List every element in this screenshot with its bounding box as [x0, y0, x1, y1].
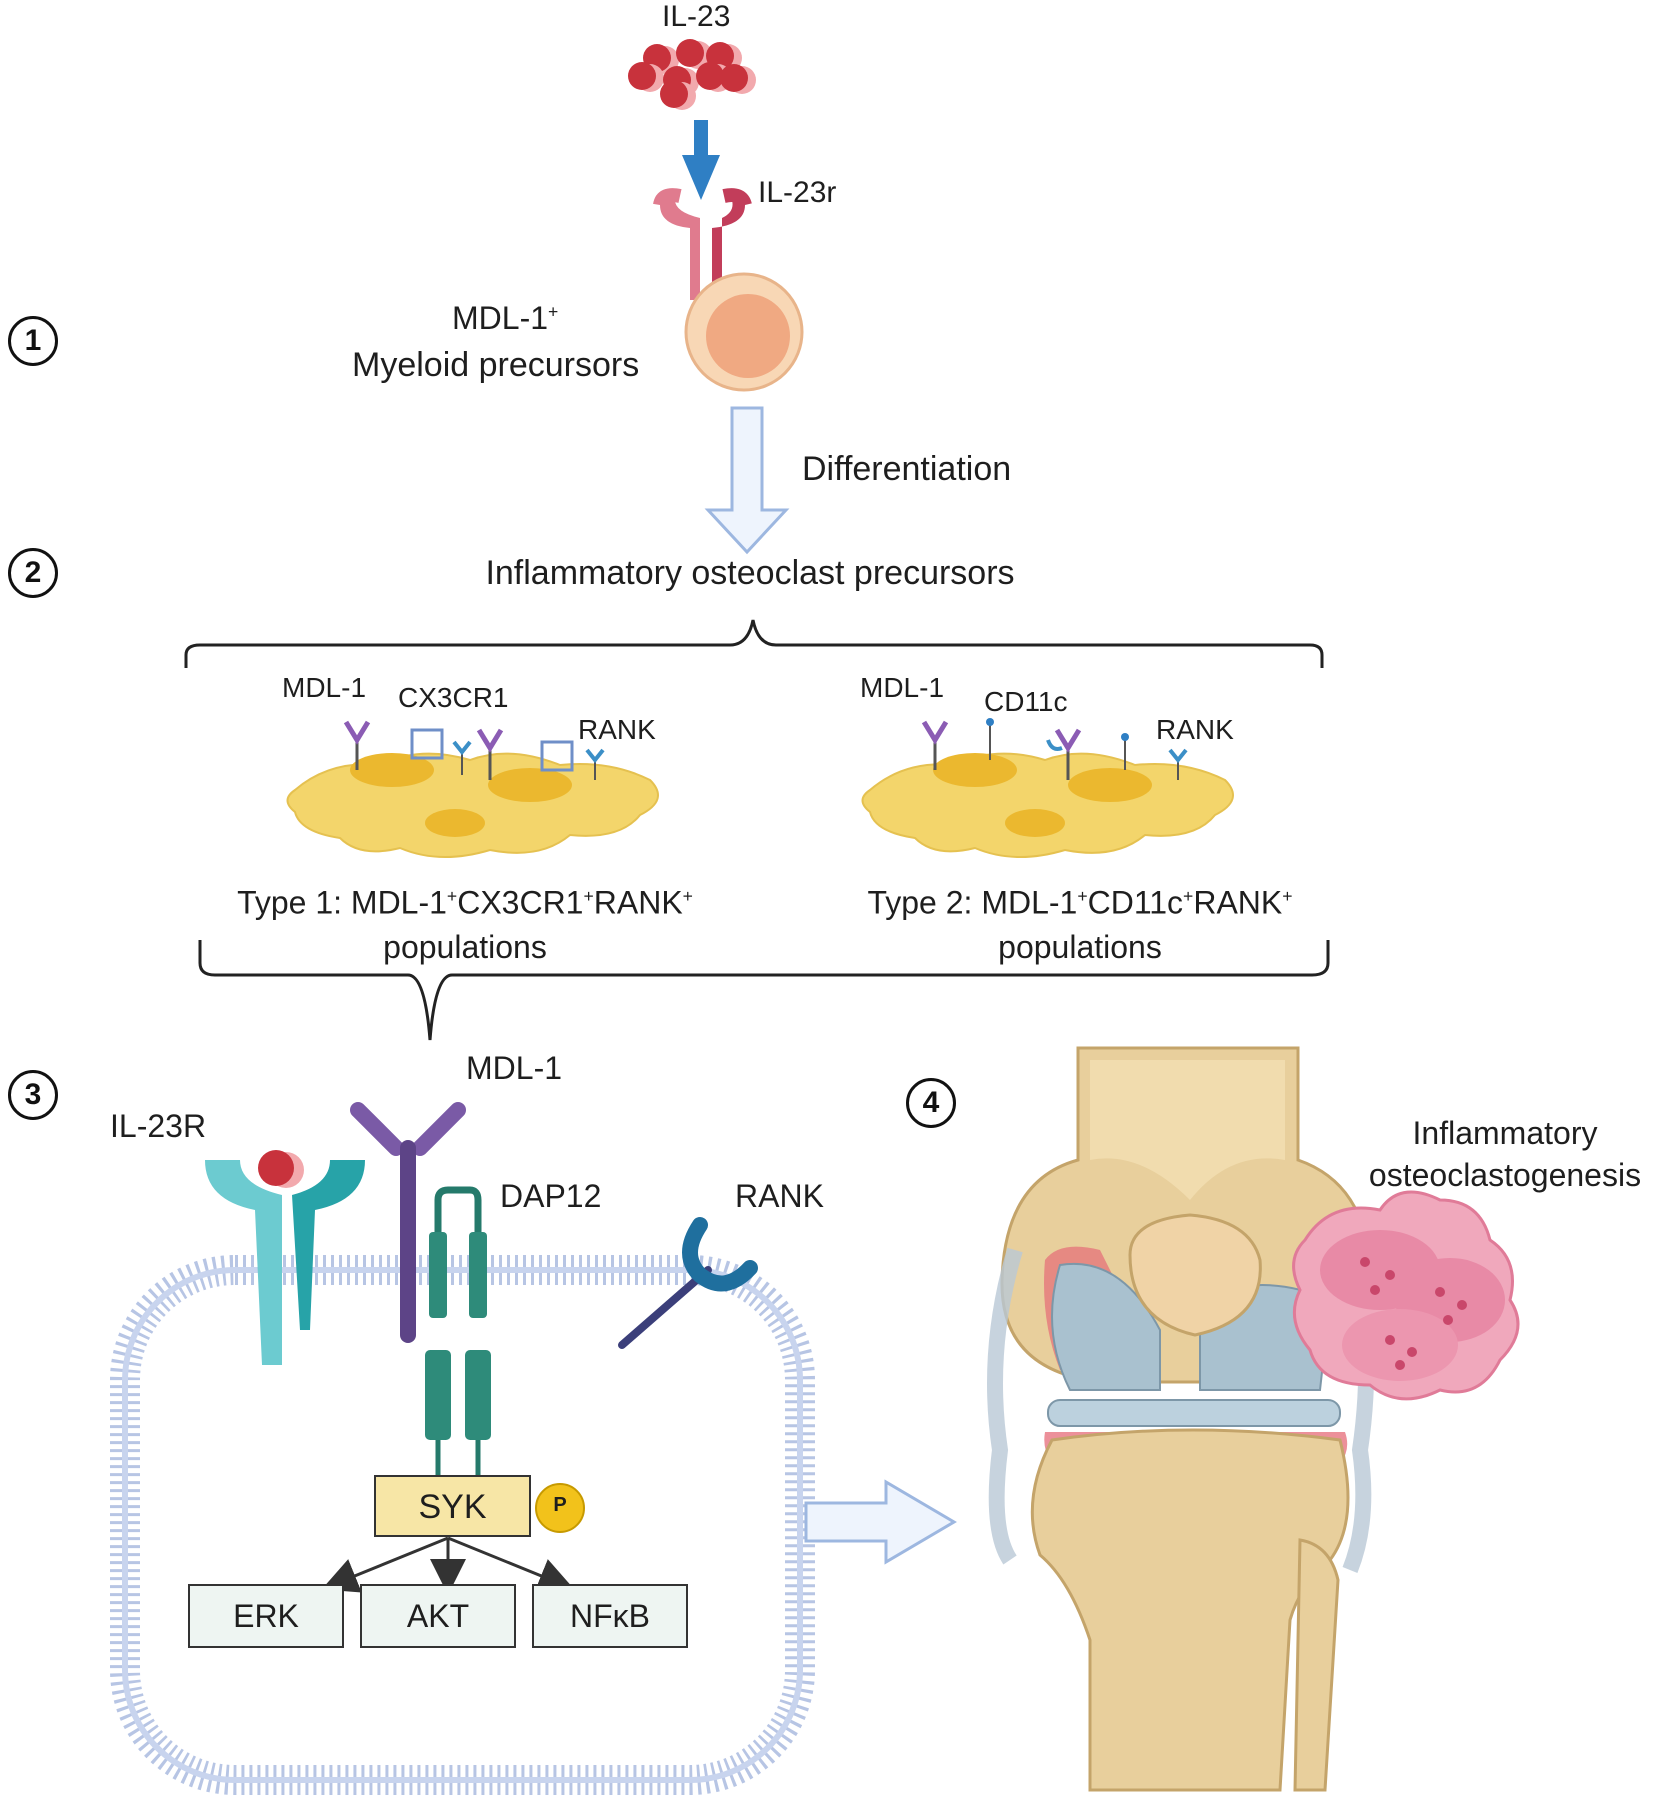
differentiation-arrow [704, 406, 790, 555]
type2-rank-label: RANK [1156, 714, 1234, 745]
phospho-marker [535, 1483, 585, 1533]
il23r-membrane-receptor [205, 1150, 365, 1365]
step-4-marker: 4 [906, 1078, 956, 1128]
phospho-label: P [553, 1494, 567, 1516]
myeloid-precursor-cell [684, 272, 804, 392]
top-brace [184, 619, 1324, 668]
il23r-label: IL-23R [110, 1108, 207, 1144]
type2-caption: Type 2: MDL-1+CD11c+RANK+ populations [867, 884, 1293, 965]
bottom-brace [198, 940, 1330, 1041]
type1-precursor-cells [286, 720, 659, 858]
myeloid-precursors-label: Myeloid precursors [352, 346, 640, 384]
inflammatory-precursors-label: Inflammatory osteoclast precursors [485, 554, 1015, 592]
type2-cd11c-label: CD11c [984, 686, 1068, 717]
il23r-receptor [653, 188, 752, 300]
type1-mdl1-label: MDL-1 [282, 672, 367, 703]
type2-mdl1-label: MDL-1 [860, 672, 945, 703]
differentiation-label: Differentiation [802, 450, 1012, 488]
progression-arrow [804, 1479, 957, 1565]
arrow-to-nfkb [447, 1536, 575, 1593]
akt-box: AKT [360, 1584, 516, 1648]
knee-joint [987, 1046, 1375, 1792]
dap12-adaptor [425, 1186, 491, 1476]
il23r-top-label: IL-23r [758, 176, 837, 209]
dap12-label: DAP12 [500, 1178, 602, 1214]
syk-box [374, 1475, 531, 1537]
step-1-marker: 1 [8, 316, 58, 366]
mdl1-plus-label: MDL-1+ [452, 300, 559, 336]
step-3-marker: 3 [8, 1070, 58, 1120]
rank-receptor [618, 1217, 758, 1349]
il23-cytokine-cluster [628, 39, 756, 110]
type1-caption: Type 1: MDL-1+CX3CR1+RANK+ populations [237, 884, 693, 965]
rank-label: RANK [735, 1178, 824, 1214]
binding-arrow [682, 120, 720, 200]
nfkb-box: NFκB [532, 1584, 688, 1648]
type1-rank-label: RANK [578, 714, 656, 745]
syk-label: SYK [418, 1488, 487, 1526]
osteoclast-cluster [1292, 1190, 1520, 1401]
type1-cx3cr1-label: CX3CR1 [398, 682, 509, 713]
erk-box: ERK [188, 1584, 344, 1648]
type2-precursor-cells [861, 718, 1234, 858]
arrow-to-erk [321, 1536, 449, 1593]
step-2-marker: 2 [8, 548, 58, 598]
mdl1-receptor [350, 1102, 466, 1343]
mdl1-label: MDL-1 [466, 1050, 563, 1086]
il23-label: IL-23 [662, 0, 731, 33]
